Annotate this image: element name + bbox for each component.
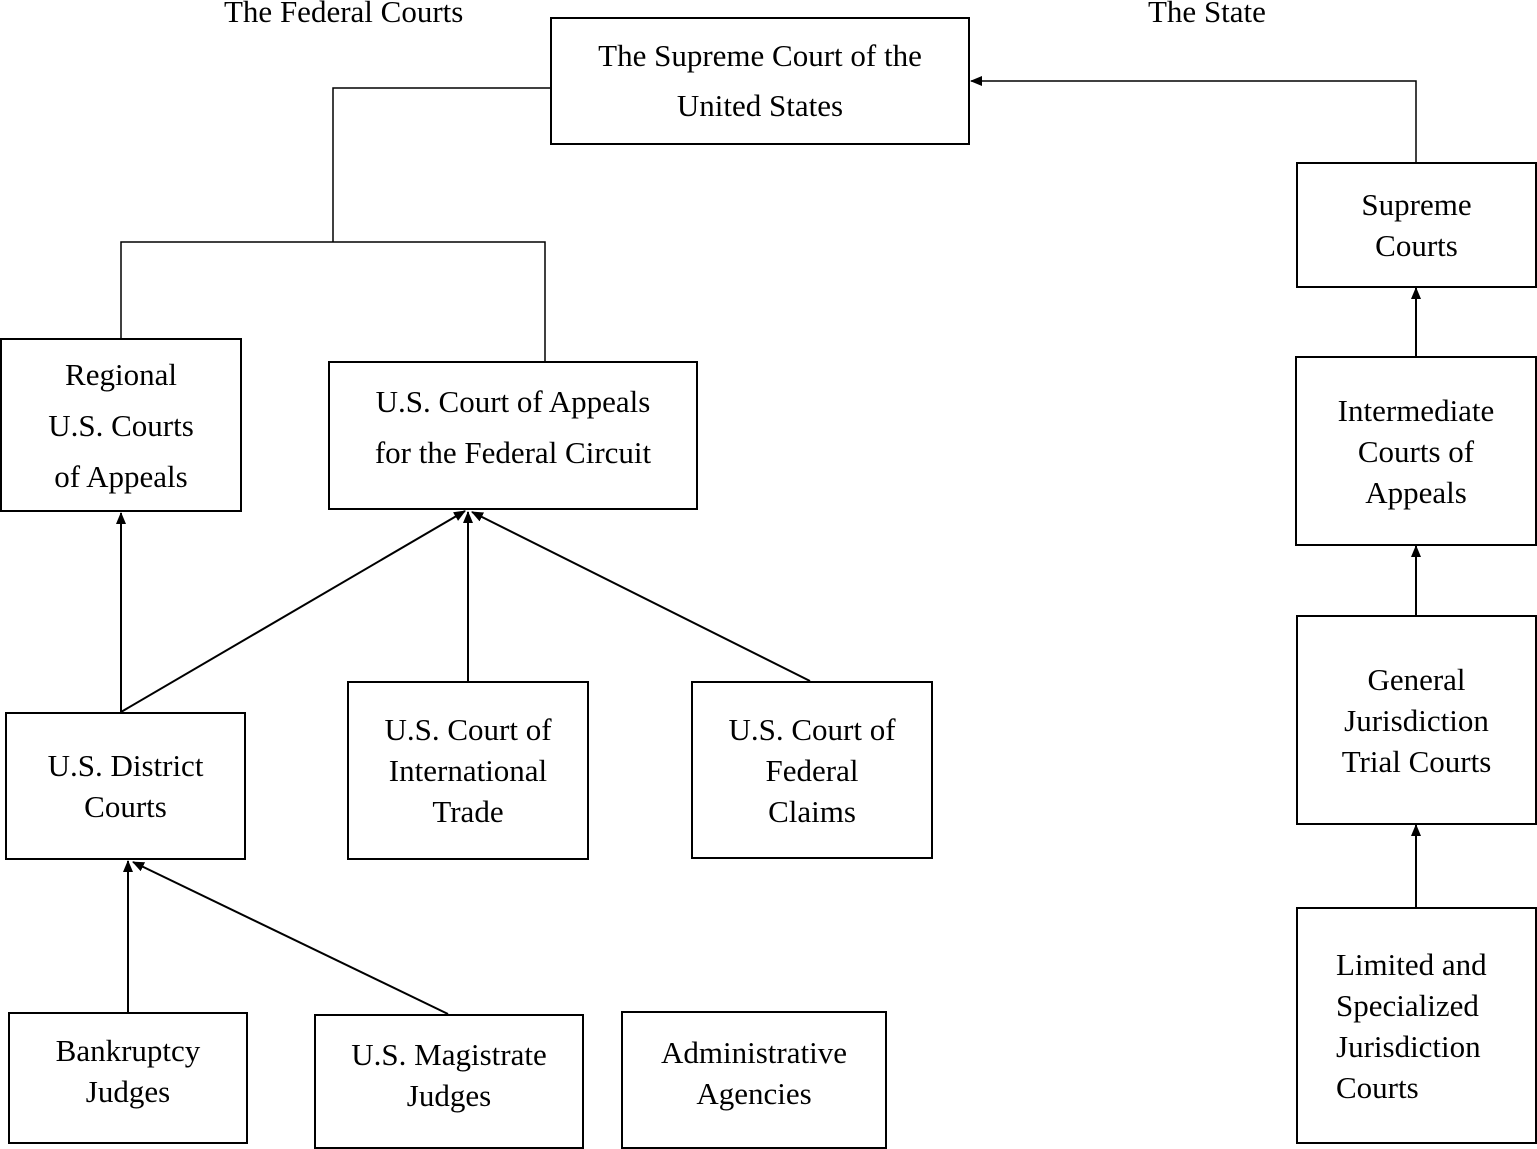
edge-district-to-federal-circuit: [120, 510, 466, 713]
node-label: Intermediate Courts of Appeals: [1337, 392, 1495, 510]
edge-magistrate-to-district: [132, 861, 449, 1015]
node-regional-courts-of-appeals: Regional U.S. Courts of Appeals: [0, 338, 242, 512]
node-label: Supreme Courts: [1361, 187, 1472, 263]
node-label: U.S. Court of Appeals for the Federal Ci…: [374, 383, 652, 470]
node-state-general-trial-courts: General Jurisdiction Trial Courts: [1296, 615, 1537, 825]
node-label: U.S. Court of International Trade: [384, 712, 552, 829]
node-label: U.S. Magistrate Judges: [351, 1036, 547, 1113]
node-state-supreme-courts: Supreme Courts: [1296, 162, 1537, 288]
node-bankruptcy-judges: Bankruptcy Judges: [8, 1012, 248, 1144]
node-supreme-court-us: The Supreme Court of the United States: [550, 17, 970, 145]
node-international-trade: U.S. Court of International Trade: [347, 681, 589, 860]
federal-courts-header: The Federal Courts: [224, 0, 464, 29]
node-label: The Supreme Court of the United States: [598, 38, 922, 123]
node-label: U.S. Court of Federal Claims: [728, 711, 896, 829]
node-state-intermediate-appeals: Intermediate Courts of Appeals: [1295, 356, 1537, 546]
state-courts-header: The State: [1148, 0, 1266, 29]
node-label: Limited and Specialized Jurisdiction Cou…: [1336, 946, 1487, 1105]
node-district-courts: U.S. District Courts: [5, 712, 246, 860]
node-label: Regional U.S. Courts of Appeals: [48, 356, 194, 494]
edge-state-supreme-to-scotus: [970, 76, 1417, 162]
node-federal-circuit: U.S. Court of Appeals for the Federal Ci…: [328, 361, 698, 510]
edge-tree-trunk-to-scotus: [332, 87, 551, 242]
node-state-limited-jurisdiction: Limited and Specialized Jurisdiction Cou…: [1296, 907, 1537, 1144]
node-federal-claims: U.S. Court of Federal Claims: [691, 681, 933, 859]
node-administrative-agencies: Administrative Agencies: [621, 1011, 887, 1149]
node-label: Administrative Agencies: [661, 1035, 847, 1111]
edge-federal-claims-to-federal-circuit: [471, 511, 811, 682]
node-magistrate-judges: U.S. Magistrate Judges: [314, 1014, 584, 1149]
node-label: U.S. District Courts: [47, 748, 204, 824]
node-label: General Jurisdiction Trial Courts: [1341, 661, 1492, 779]
node-label: Bankruptcy Judges: [55, 1033, 201, 1109]
